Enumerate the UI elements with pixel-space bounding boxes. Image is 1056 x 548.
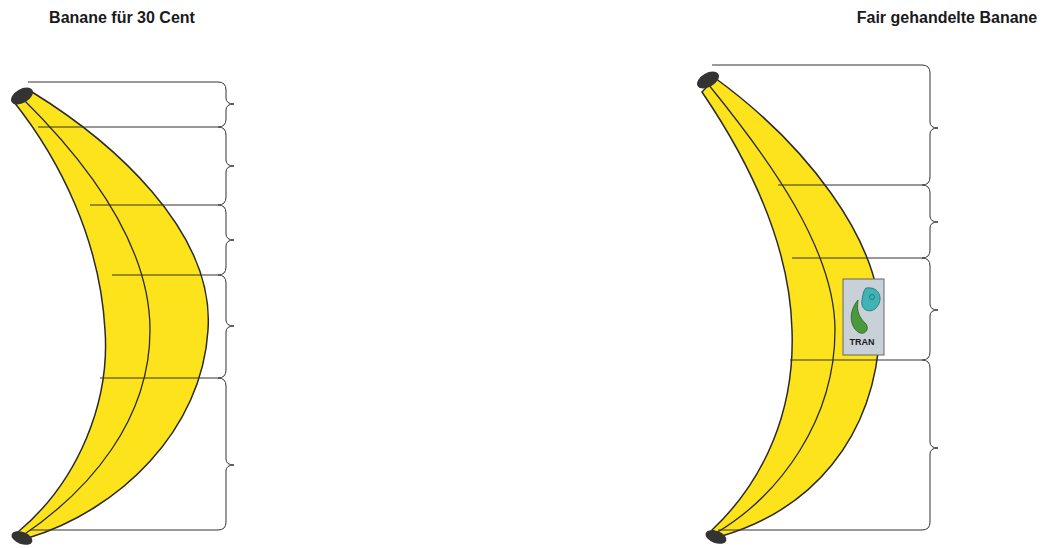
banana-body <box>702 78 880 536</box>
logo-blob <box>862 288 880 311</box>
banana-stem <box>8 84 36 108</box>
curly-brace <box>218 205 234 275</box>
logo-swoosh <box>851 300 867 333</box>
banana-stem <box>694 68 722 92</box>
sticker-text: TRAN <box>850 337 875 347</box>
banana-ridge <box>22 98 150 536</box>
fairtrade-sticker <box>843 279 884 355</box>
banana-tip <box>10 529 35 548</box>
sticker-label <box>843 279 884 355</box>
banana-ridge <box>708 84 835 533</box>
banana-body <box>14 92 208 538</box>
curly-brace <box>922 185 938 258</box>
segment-line <box>28 82 218 530</box>
curly-brace <box>218 82 234 127</box>
curly-brace <box>218 378 234 530</box>
brackets-right <box>712 65 938 530</box>
curly-brace <box>218 127 234 205</box>
curly-brace <box>922 360 938 530</box>
heading: Banane für 30 Cent <box>49 9 195 27</box>
curly-brace <box>922 65 938 185</box>
segment-line <box>712 65 922 530</box>
heading: Fair gehandelte Banane <box>857 9 1038 27</box>
curly-brace <box>922 258 938 360</box>
brackets-left <box>28 82 234 530</box>
banana-left <box>8 84 208 547</box>
curly-brace <box>218 275 234 378</box>
logo-dot <box>870 295 875 300</box>
